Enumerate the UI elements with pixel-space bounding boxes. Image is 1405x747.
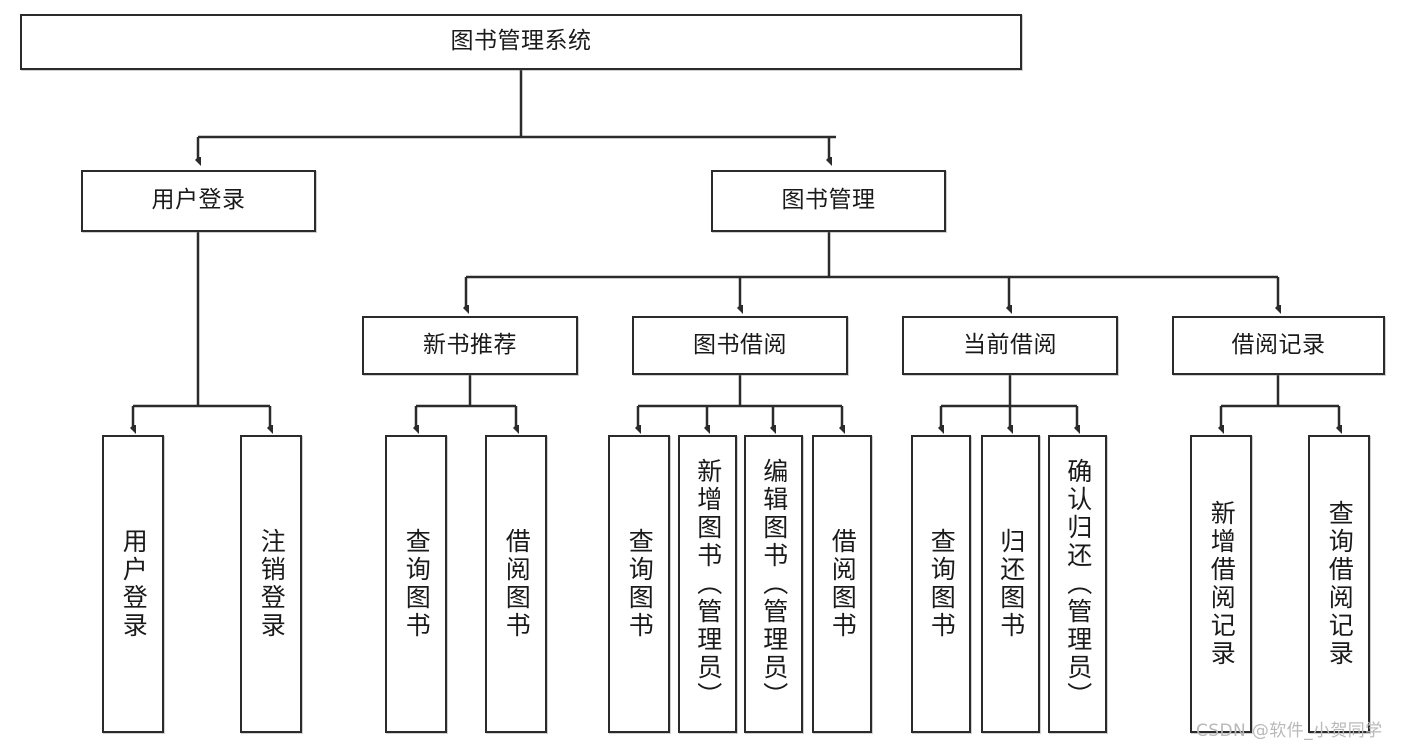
node-label: 借阅图书 xyxy=(828,528,858,640)
node-label: 查询借阅记录 xyxy=(1325,500,1355,668)
leaf-query-book-current[interactable]: 查询图书 xyxy=(911,435,971,733)
node-label: 查询图书 xyxy=(927,528,957,640)
node-label: 确认归还（管理员） xyxy=(1063,458,1093,710)
leaf-borrow-book-recommend[interactable]: 借阅图书 xyxy=(485,435,547,733)
node-label: 用户登录 xyxy=(119,528,149,640)
leaf-logout[interactable]: 注销登录 xyxy=(240,435,302,733)
node-new-book-recommend[interactable]: 新书推荐 xyxy=(362,316,578,375)
node-current-borrow[interactable]: 当前借阅 xyxy=(902,316,1118,375)
node-book-borrow[interactable]: 图书借阅 xyxy=(632,316,848,375)
node-label: 注销登录 xyxy=(257,528,287,640)
node-root-system[interactable]: 图书管理系统 xyxy=(20,14,1022,70)
node-borrow-record[interactable]: 借阅记录 xyxy=(1172,316,1385,375)
node-label: 图书借阅 xyxy=(693,331,787,358)
leaf-borrow-book[interactable]: 借阅图书 xyxy=(812,435,872,733)
node-label: 查询图书 xyxy=(402,528,432,640)
node-label: 编辑图书（管理员） xyxy=(759,458,789,710)
leaf-user-login[interactable]: 用户登录 xyxy=(102,435,164,733)
node-label: 新增图书（管理员） xyxy=(693,458,723,710)
node-label: 图书管理系统 xyxy=(450,28,592,55)
leaf-add-borrow-record[interactable]: 新增借阅记录 xyxy=(1190,435,1252,733)
node-label: 查询图书 xyxy=(625,528,655,640)
node-label: 图书管理 xyxy=(781,187,876,214)
node-user-login[interactable]: 用户登录 xyxy=(81,170,316,232)
leaf-confirm-return-admin[interactable]: 确认归还（管理员） xyxy=(1048,435,1107,733)
node-label: 当前借阅 xyxy=(963,331,1057,358)
node-label: 借阅记录 xyxy=(1231,331,1326,358)
leaf-edit-book-admin[interactable]: 编辑图书（管理员） xyxy=(744,435,803,733)
leaf-add-book-admin[interactable]: 新增图书（管理员） xyxy=(678,435,737,733)
node-label: 用户登录 xyxy=(151,187,246,214)
leaf-return-book[interactable]: 归还图书 xyxy=(981,435,1040,733)
node-label: 新增借阅记录 xyxy=(1207,500,1237,668)
node-book-management[interactable]: 图书管理 xyxy=(711,170,946,232)
node-label: 借阅图书 xyxy=(502,528,532,640)
leaf-query-borrow-record[interactable]: 查询借阅记录 xyxy=(1308,435,1370,733)
leaf-query-book-recommend[interactable]: 查询图书 xyxy=(385,435,447,733)
node-label: 归还图书 xyxy=(996,528,1026,640)
node-label: 新书推荐 xyxy=(423,331,517,358)
leaf-query-book-borrow[interactable]: 查询图书 xyxy=(608,435,670,733)
watermark-text: CSDN @软件_小贺同学 xyxy=(1196,721,1383,741)
